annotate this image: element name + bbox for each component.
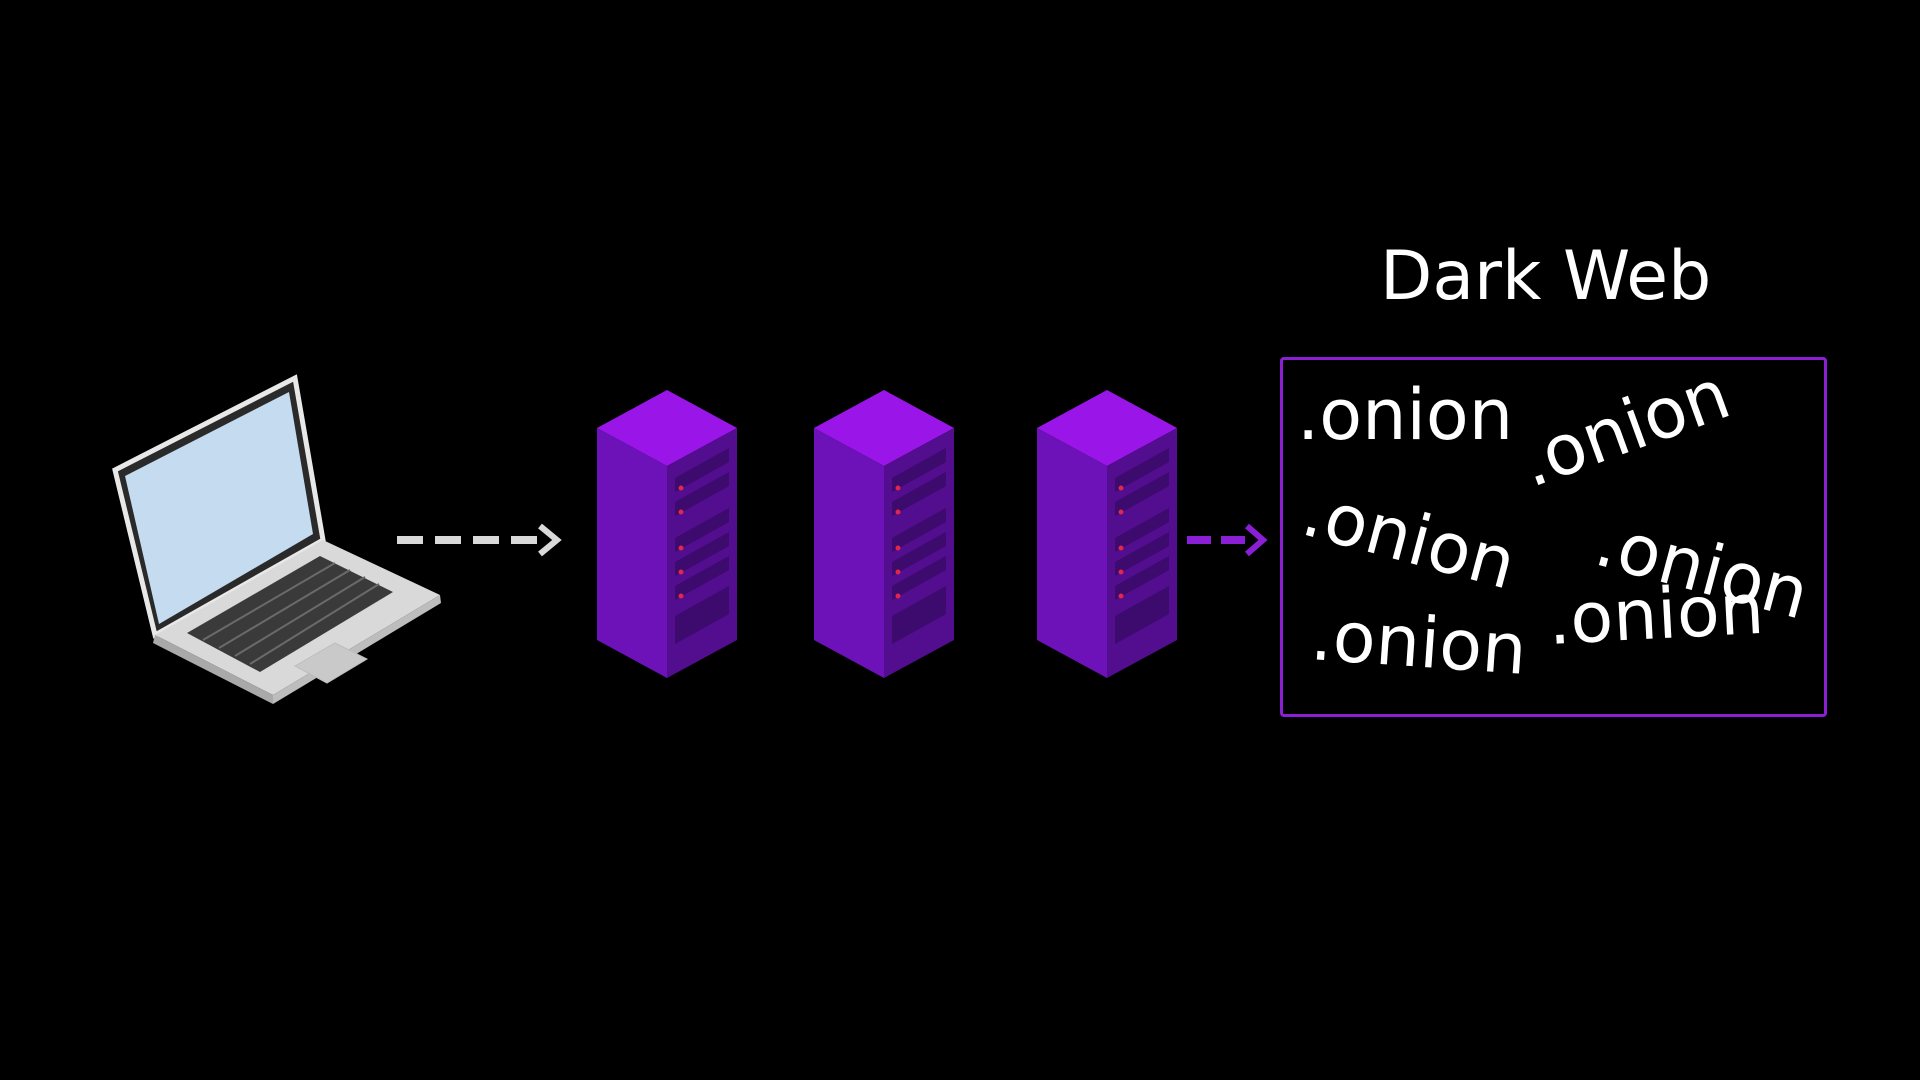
arrow-right-icon [397, 523, 562, 557]
server-rack-icon [597, 390, 737, 678]
onion-label: .onion [1308, 594, 1530, 691]
laptop-icon [112, 374, 441, 704]
onion-label: .onion [1508, 352, 1741, 504]
onion-label: .onion [1297, 374, 1514, 456]
onion-label: .onion [1545, 567, 1766, 661]
dark-web-title: Dark Web [1380, 237, 1712, 316]
server-rack-icon [1037, 390, 1177, 678]
arrow-right-icon [1187, 523, 1268, 557]
server-rack-icon [814, 390, 954, 678]
onion-sites-box: .onion .onion .onion .onion .onion .onio… [1280, 352, 1827, 717]
onion-label: .onion [1294, 470, 1525, 606]
